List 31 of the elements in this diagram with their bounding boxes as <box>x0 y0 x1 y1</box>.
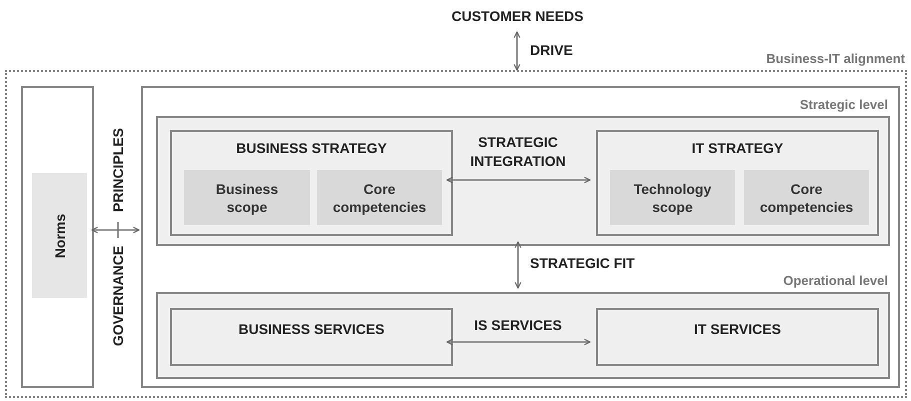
box-label: Core competencies <box>759 180 854 216</box>
section-heading: Business-IT alignment <box>766 51 905 66</box>
process-box <box>170 308 453 366</box>
edge-label: IS SERVICES <box>473 316 563 335</box>
box-title: BUSINESS SERVICES <box>237 321 386 337</box>
box-title: IT STRATEGY <box>690 140 784 156</box>
heading-text: CUSTOMER NEEDS <box>430 6 605 26</box>
box-label: Technology scope <box>632 180 712 216</box>
norms-box <box>32 173 87 298</box>
section-heading: Operational level <box>783 273 888 288</box>
section-heading: Strategic level <box>800 97 888 112</box>
double-arrow <box>514 241 522 289</box>
edge-label: STRATEGIC INTEGRATION <box>469 133 567 171</box>
box-title: BUSINESS STRATEGY <box>235 140 388 156</box>
double-arrow <box>514 31 520 71</box>
box-label: Norms <box>52 213 68 258</box>
outline-box <box>141 86 900 388</box>
edge-label: PRINCIPLES <box>110 128 126 212</box>
double-arrow <box>446 176 591 184</box>
edge-label: DRIVE <box>530 41 573 60</box>
process-box <box>596 308 879 366</box>
outline-box <box>21 86 94 388</box>
box-title: IT SERVICES <box>693 321 782 337</box>
process-box <box>596 130 879 236</box>
vertical-label: GOVERNANCE <box>110 246 126 346</box>
box-label: Business scope <box>214 180 280 216</box>
double-arrow <box>91 226 140 234</box>
double-arrow <box>446 338 591 346</box>
box-label: Core competencies <box>332 180 427 216</box>
process-box <box>170 130 453 236</box>
edge-label: STRATEGIC FIT <box>530 254 635 273</box>
